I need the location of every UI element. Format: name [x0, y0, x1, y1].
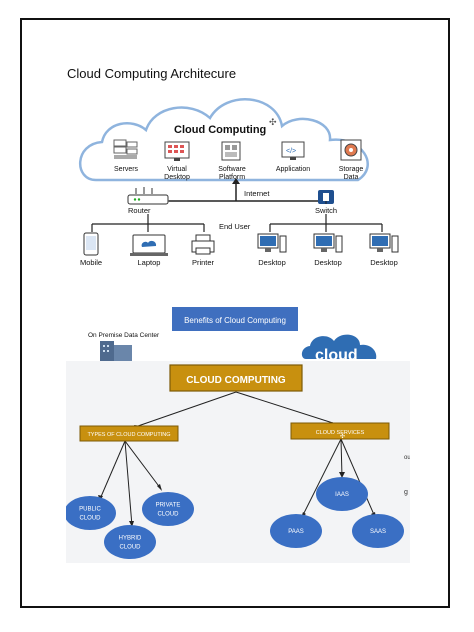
services-branch-node	[290, 422, 390, 440]
switch-label: Switch	[315, 206, 337, 215]
leaf-label: CLOUD	[119, 545, 141, 551]
device-labels: Mobile Laptop Printer Desktop Desktop Desktop	[80, 258, 398, 267]
leaf-label: PRIVATE	[156, 503, 181, 509]
mobile-icon	[83, 232, 99, 256]
device-label: Printer	[192, 258, 215, 267]
device-label: Desktop	[314, 258, 342, 267]
leaf-label: PAAS	[288, 529, 304, 535]
internet-label: Internet	[244, 189, 270, 198]
cloud-logo-icon	[301, 334, 377, 359]
software-platform-icon	[221, 141, 241, 161]
cloud-logo-text: cloud	[315, 347, 358, 364]
concept-map-connectors	[99, 391, 376, 527]
service-label: Data	[344, 174, 359, 181]
leaf-label: CLOUD	[79, 516, 101, 522]
concept-map-collage: Benefits of Cloud Computing On Premise D…	[66, 307, 410, 563]
cursor-mark-icon: ✣	[340, 433, 345, 440]
service-label: Application	[276, 166, 310, 173]
router-icon	[127, 187, 169, 205]
service-label: Servers	[114, 166, 139, 173]
leaf-label: IAAS	[335, 492, 349, 498]
on-premise-label: On Premise Data Center	[88, 332, 160, 339]
router-label: Router	[128, 206, 151, 215]
data-center-icon	[100, 341, 132, 361]
desktop-icon	[313, 233, 343, 253]
laptop-icon	[130, 234, 168, 256]
root-node-label: CLOUD COMPUTING	[186, 375, 286, 386]
benefits-banner-label: Benefits of Cloud Computing	[184, 316, 286, 325]
switch-icon	[318, 190, 334, 204]
leaf-nodes	[66, 477, 404, 559]
types-branch-node	[79, 425, 179, 442]
leaf-label: HYBRID	[119, 536, 142, 542]
service-label: Storage	[339, 166, 364, 173]
fragment-text: g	[404, 489, 408, 496]
device-label: Desktop	[258, 258, 286, 267]
printer-icon	[191, 234, 215, 255]
servers-icon	[113, 139, 138, 159]
application-icon: </>	[281, 141, 305, 160]
leaf-label: SAAS	[370, 529, 386, 535]
page-title: Cloud Computing Architecure	[67, 66, 237, 81]
service-label: Desktop	[164, 174, 190, 181]
services-branch-label: CLOUD SERVICES	[316, 430, 365, 436]
benefits-banner	[172, 307, 298, 331]
types-branch-label: TYPES OF CLOUD COMPUTING	[87, 432, 170, 438]
leaf-label: PUBLIC	[79, 507, 101, 513]
device-label: Laptop	[138, 258, 161, 267]
up-arrow-icon	[232, 178, 240, 184]
device-label: Desktop	[370, 258, 398, 267]
service-label: Platform	[219, 174, 245, 181]
virtual-desktop-icon	[164, 141, 190, 161]
leaf-label: CLOUD	[157, 512, 179, 518]
desktop-icon	[257, 233, 287, 253]
leaf-labels: PUBLIC CLOUD HYBRID CLOUD PRIVATE CLOUD PAAS IA…	[79, 492, 386, 551]
service-label: Software	[218, 166, 246, 173]
switch-branch-lines	[269, 214, 383, 232]
fragment-text: oud	[404, 455, 410, 461]
root-node	[169, 364, 303, 392]
svg-text:</>: </>	[286, 148, 296, 155]
storage-data-icon	[340, 139, 362, 161]
service-label: Virtual	[167, 166, 187, 173]
cloud-label: Cloud Computing	[174, 124, 266, 136]
end-user-label: End User	[219, 222, 251, 231]
router-branch-lines	[91, 214, 205, 232]
page-border	[20, 18, 450, 608]
device-label: Mobile	[80, 258, 102, 267]
cursor-icon: ✣	[269, 117, 277, 127]
desktop-icon	[369, 233, 399, 253]
